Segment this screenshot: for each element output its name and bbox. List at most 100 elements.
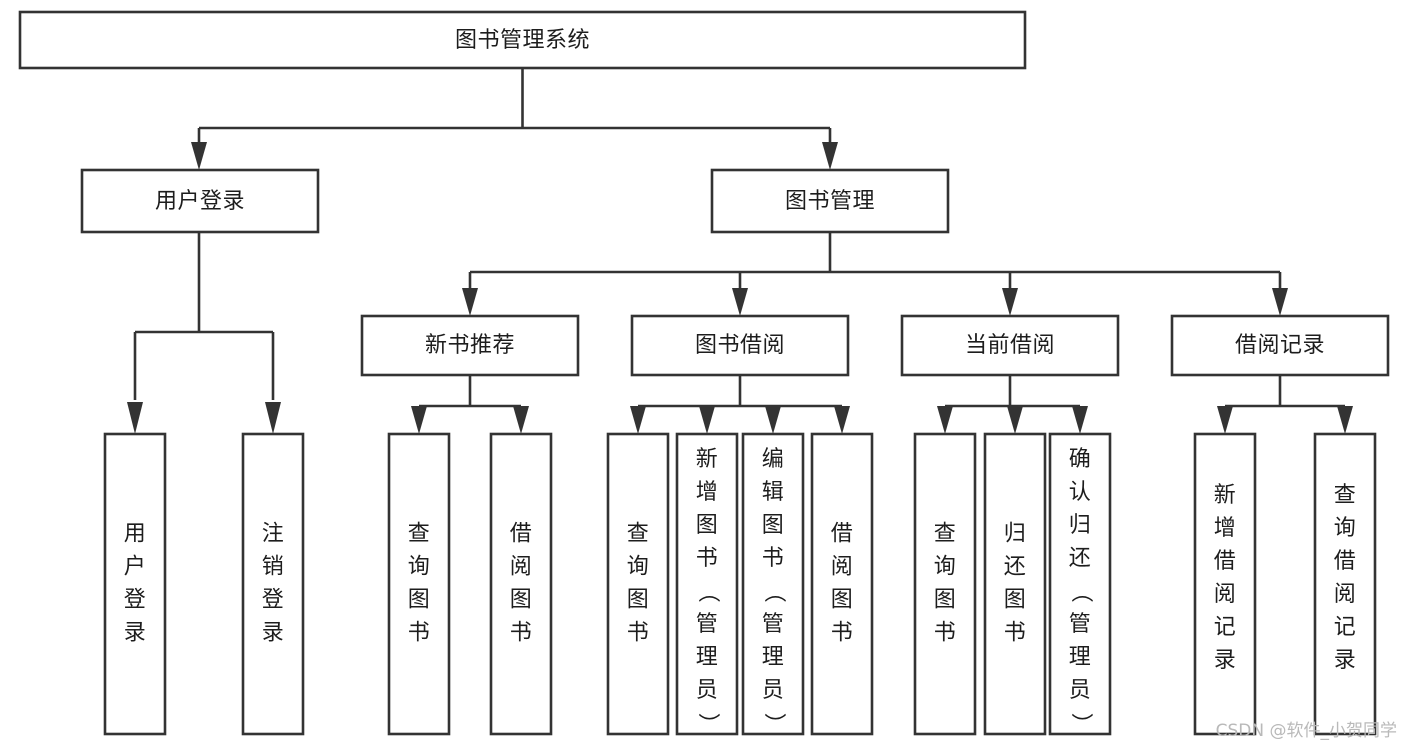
node-user-login[interactable]: 用户登录 bbox=[80, 168, 320, 234]
node-leaf-borrow-book-2-box[interactable] bbox=[810, 432, 874, 736]
node-current-borrow[interactable]: 当前借阅 bbox=[900, 314, 1120, 377]
node-leaf-add-borrow-record-box[interactable] bbox=[1193, 432, 1257, 736]
node-leaf-query-book-1-box[interactable] bbox=[387, 432, 451, 736]
node-root-box[interactable] bbox=[18, 10, 1027, 70]
node-leaf-query-book-2[interactable] bbox=[606, 432, 670, 736]
svg-text:询: 询 bbox=[1334, 516, 1357, 541]
arrow-head-icon bbox=[1072, 406, 1088, 434]
svg-text:）: ） bbox=[1068, 713, 1093, 736]
node-leaf-query-borrow-record[interactable] bbox=[1313, 432, 1377, 736]
node-leaf-query-book-1[interactable] bbox=[387, 432, 451, 736]
node-leaf-edit-book-admin-box[interactable] bbox=[741, 432, 805, 736]
node-user-login-box[interactable] bbox=[80, 168, 320, 234]
svg-text:书: 书 bbox=[1004, 621, 1027, 646]
svg-text:图: 图 bbox=[831, 588, 854, 613]
node-leaf-query-borrow-record-box[interactable] bbox=[1313, 432, 1377, 736]
arrow-head-icon bbox=[462, 288, 478, 316]
node-leaf-confirm-return-admin-box[interactable] bbox=[1048, 432, 1112, 736]
node-borrow-record-box[interactable] bbox=[1170, 314, 1390, 377]
node-leaf-logout-login-box[interactable] bbox=[241, 432, 305, 736]
connector-group-root-to-level2 bbox=[191, 68, 838, 170]
svg-text:借: 借 bbox=[831, 522, 854, 547]
node-leaf-borrow-book-1[interactable] bbox=[489, 432, 553, 736]
svg-text:理: 理 bbox=[696, 645, 719, 670]
node-book-manage[interactable]: 图书管理 bbox=[710, 168, 950, 234]
node-new-book-recommend[interactable]: 新书推荐 bbox=[360, 314, 580, 377]
svg-text:（: （ bbox=[761, 581, 786, 604]
svg-text:询: 询 bbox=[627, 555, 650, 580]
node-leaf-add-borrow-record[interactable] bbox=[1193, 432, 1257, 736]
svg-text:图: 图 bbox=[510, 588, 533, 613]
svg-text:新: 新 bbox=[696, 447, 719, 472]
node-book-borrow-box[interactable] bbox=[630, 314, 850, 377]
svg-text:管: 管 bbox=[1069, 612, 1092, 637]
svg-text:归: 归 bbox=[1069, 513, 1092, 538]
connector-group-currentborrow-to-leaves bbox=[937, 375, 1088, 434]
node-leaf-user-login[interactable] bbox=[103, 432, 167, 736]
svg-text:图: 图 bbox=[696, 513, 719, 538]
svg-text:借: 借 bbox=[1214, 549, 1237, 574]
node-leaf-query-book-3-box[interactable] bbox=[913, 432, 977, 736]
arrow-head-icon bbox=[1272, 288, 1288, 316]
arrow-head-icon bbox=[411, 406, 427, 434]
arrow-head-icon bbox=[834, 406, 850, 434]
arrow-head-icon bbox=[699, 406, 715, 434]
arrow-head-icon bbox=[1337, 406, 1353, 434]
node-root[interactable]: 图书管理系统 bbox=[18, 10, 1027, 70]
vertical-labels-layer: 用户登录注销登录查询图书借阅图书查询图书新增图书（管理员）编辑图书（管理员）借阅… bbox=[124, 447, 1357, 735]
svg-text:员: 员 bbox=[1069, 678, 1092, 703]
svg-text:书: 书 bbox=[510, 621, 533, 646]
svg-text:询: 询 bbox=[934, 555, 957, 580]
arrow-head-icon bbox=[765, 406, 781, 434]
svg-text:注: 注 bbox=[262, 522, 285, 547]
svg-text:确: 确 bbox=[1069, 447, 1092, 472]
connector-group-borrowrecord-to-leaves bbox=[1217, 375, 1353, 434]
node-book-manage-box[interactable] bbox=[710, 168, 950, 234]
node-leaf-add-book-admin-box[interactable] bbox=[675, 432, 739, 736]
svg-text:记: 记 bbox=[1214, 615, 1237, 640]
svg-text:理: 理 bbox=[1069, 645, 1092, 670]
svg-text:（: （ bbox=[695, 581, 720, 604]
svg-text:书: 书 bbox=[934, 621, 957, 646]
svg-text:用: 用 bbox=[124, 522, 147, 547]
node-leaf-logout-login[interactable] bbox=[241, 432, 305, 736]
svg-text:询: 询 bbox=[408, 555, 431, 580]
node-leaf-user-login-box[interactable] bbox=[103, 432, 167, 736]
svg-text:书: 书 bbox=[696, 546, 719, 571]
svg-text:管: 管 bbox=[696, 612, 719, 637]
svg-text:图: 图 bbox=[1004, 588, 1027, 613]
node-leaf-query-book-3[interactable] bbox=[913, 432, 977, 736]
node-book-borrow[interactable]: 图书借阅 bbox=[630, 314, 850, 377]
node-new-book-recommend-box[interactable] bbox=[360, 314, 580, 377]
arrow-head-icon bbox=[822, 142, 838, 170]
svg-text:（: （ bbox=[1068, 581, 1093, 604]
node-leaf-add-book-admin[interactable] bbox=[675, 432, 739, 736]
node-leaf-return-book[interactable] bbox=[983, 432, 1047, 736]
node-current-borrow-box[interactable] bbox=[900, 314, 1120, 377]
svg-text:书: 书 bbox=[627, 621, 650, 646]
node-borrow-record[interactable]: 借阅记录 bbox=[1170, 314, 1390, 377]
node-leaf-confirm-return-admin[interactable] bbox=[1048, 432, 1112, 736]
svg-text:书: 书 bbox=[408, 621, 431, 646]
node-leaf-edit-book-admin[interactable] bbox=[741, 432, 805, 736]
node-borrow-record-label: 借阅记录 bbox=[1235, 333, 1325, 358]
svg-text:新: 新 bbox=[1214, 483, 1237, 508]
svg-text:还: 还 bbox=[1069, 546, 1092, 571]
node-leaf-borrow-book-1-box[interactable] bbox=[489, 432, 553, 736]
svg-text:还: 还 bbox=[1004, 555, 1027, 580]
node-leaf-borrow-book-2[interactable] bbox=[810, 432, 874, 736]
csdn-watermark: CSDN @软件_小贺同学 bbox=[1215, 721, 1397, 741]
node-book-borrow-label: 图书借阅 bbox=[695, 333, 785, 358]
connector-group-newbook-to-leaves bbox=[411, 375, 529, 434]
node-leaf-return-book-box[interactable] bbox=[983, 432, 1047, 736]
connector-group-bookborrow-to-leaves bbox=[630, 375, 850, 434]
node-root-label: 图书管理系统 bbox=[455, 28, 590, 53]
node-leaf-query-book-2-box[interactable] bbox=[606, 432, 670, 736]
